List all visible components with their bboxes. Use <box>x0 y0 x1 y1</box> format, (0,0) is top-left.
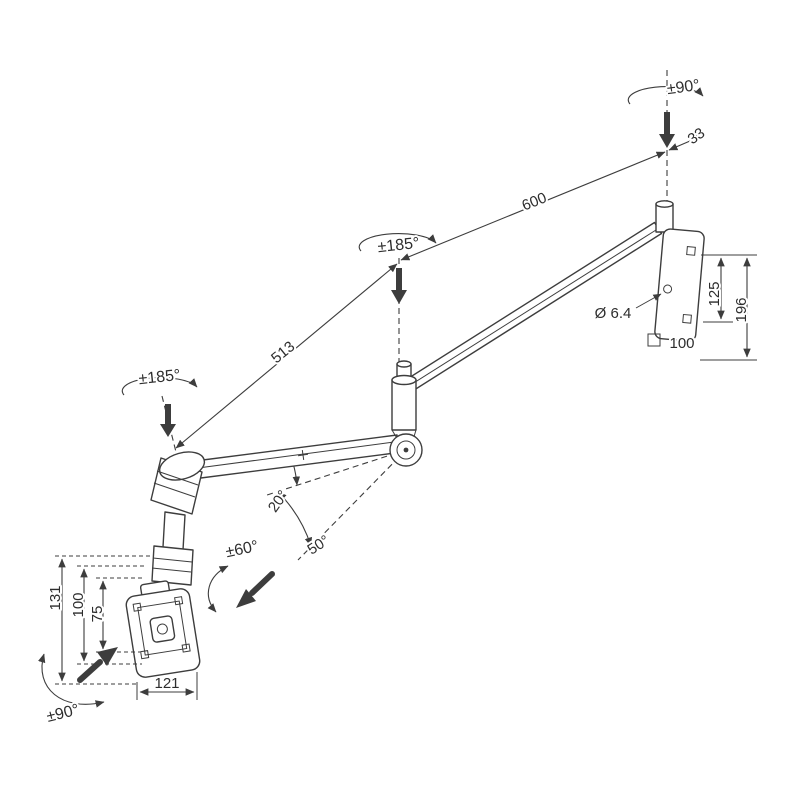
diagonal-dimensions <box>175 134 705 449</box>
dim-33-label: 33 <box>685 125 708 148</box>
wall-swivel-down-arrow <box>659 112 675 148</box>
dim-131-label: 131 <box>47 585 64 610</box>
head-rotation-arrow-head <box>97 647 118 666</box>
tilt-bold-arrow-shaft <box>249 571 275 596</box>
elbow-swivel-arc <box>121 377 198 396</box>
mid-swivel-down-arrow <box>391 268 407 304</box>
rotation-arrows <box>38 86 704 708</box>
hole-leader-line <box>635 293 662 309</box>
wall-pivot <box>655 203 674 233</box>
elbow-joint <box>150 451 206 586</box>
dim-513-label: 513 <box>268 338 298 367</box>
tilt-bold-arrow-head <box>236 589 256 608</box>
labels: ±90° 33 600 ±185° ±185° 513 125 196 100 … <box>43 75 752 728</box>
dim-600-label: 600 <box>520 189 550 214</box>
bracket-dimensions <box>635 254 757 361</box>
dim-121-label: 121 <box>154 675 179 692</box>
elbow-swivel-label: ±185° <box>138 367 181 388</box>
mid-joint <box>389 360 423 467</box>
bracket-hole-top <box>686 246 696 256</box>
head-rotation-arc <box>38 653 105 708</box>
head-rotation-label: ±90° <box>45 701 81 725</box>
axis-centerlines <box>161 70 668 453</box>
bracket-hole-bottom <box>682 313 692 324</box>
wall-mount-bracket <box>647 200 705 347</box>
dim-125-label: 125 <box>706 281 723 306</box>
wall-swivel-arc <box>627 86 704 105</box>
hole-diameter-label: Ø 6.4 <box>595 305 632 322</box>
dim-100-vesa-label: 100 <box>70 592 87 617</box>
wall-swivel-label: ±90° <box>666 77 701 98</box>
vesa-hole-tr <box>174 596 184 606</box>
angle-20-label: 20° <box>265 487 292 515</box>
dim-100-wall-label: 100 <box>669 335 694 352</box>
vesa-hole-br <box>181 643 191 653</box>
head-rotation-arrow-shaft <box>77 659 103 683</box>
dim-75-label: 75 <box>89 606 106 623</box>
dim-196-label: 196 <box>733 297 750 322</box>
bracket-hole-round <box>663 284 673 294</box>
vesa-hole-bl <box>140 650 150 660</box>
square-symbol <box>647 333 661 347</box>
tilt-arc <box>207 565 229 613</box>
vesa-plate <box>125 580 201 678</box>
tilt-60-label: ±60° <box>224 538 260 561</box>
angle-50-label: 50° <box>304 532 332 559</box>
mid-swivel-arc <box>358 233 437 252</box>
vesa-hole-tl <box>132 602 142 612</box>
elbow-swivel-down-arrow <box>160 404 176 437</box>
mid-swivel-label: ±185° <box>377 235 420 256</box>
